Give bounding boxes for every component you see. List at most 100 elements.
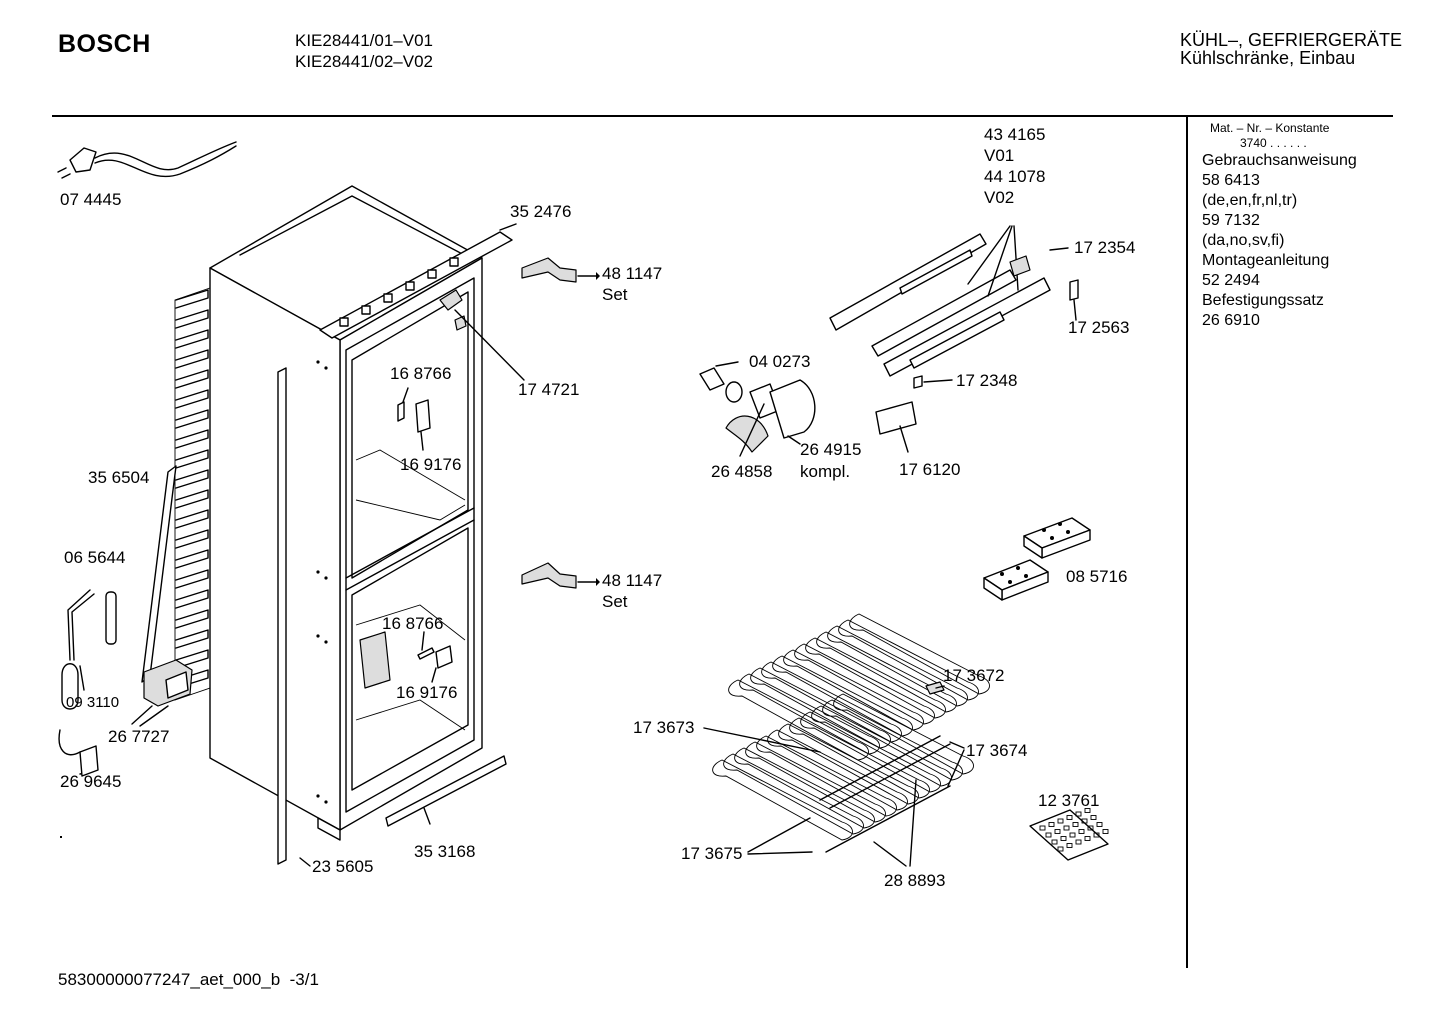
bottom-strip-drawing — [385, 755, 507, 827]
ice-cube-tray-drawing — [1029, 808, 1109, 861]
condenser-rung — [175, 349, 209, 369]
part-label-288893: 28 8893 — [884, 871, 946, 890]
part-label-173674: 17 3674 — [966, 741, 1028, 760]
tray-cell — [1063, 825, 1070, 831]
part-label-352476: 35 2476 — [510, 202, 572, 221]
part-label-v02: V02 — [984, 188, 1015, 207]
tray-cell — [1072, 822, 1079, 827]
part-label-074445: 07 4445 — [60, 190, 122, 209]
tray-cell — [1054, 829, 1061, 834]
part-label-093110: 09 3110 — [66, 694, 120, 711]
ice-tray-drawing — [983, 517, 1091, 601]
coil-loop — [811, 705, 952, 787]
part-label-040273: 04 0273 — [749, 352, 811, 371]
evaporator-coil-drawing — [712, 613, 990, 853]
part-label-267727: 26 7727 — [108, 727, 170, 746]
condenser-rung — [175, 529, 209, 549]
part-label-169176-top: 16 9176 — [400, 455, 462, 474]
lamp-assembly-drawing — [699, 367, 816, 453]
part-label-172354: 17 2354 — [1074, 238, 1136, 257]
part-label-434165: 43 4165 — [984, 125, 1046, 144]
condenser-rung — [175, 429, 209, 449]
coil-loop — [712, 759, 853, 841]
part-label-264915: 26 4915 — [800, 440, 862, 459]
side-strip-drawing — [141, 465, 177, 683]
vertical-strip-drawing — [277, 367, 287, 865]
footer-document-id: 58300000077247_aet_000_b -3/1 — [58, 970, 319, 990]
tray-cell — [1078, 829, 1085, 834]
part-label-173673: 17 3673 — [633, 718, 695, 737]
condenser-grid-drawing — [174, 287, 211, 701]
coil-loop — [734, 747, 875, 829]
hinge-bracket-top-drawing — [521, 257, 600, 283]
condenser-rung — [175, 329, 209, 349]
condenser-rung — [175, 489, 209, 509]
part-label-481147-top: 48 1147 — [602, 264, 663, 283]
condenser-rung — [175, 589, 209, 609]
coil-loop — [745, 741, 886, 823]
coil-loop — [833, 693, 974, 775]
condenser-rung — [175, 649, 209, 669]
footer-page: -3/1 — [289, 970, 319, 989]
tray-cell — [1048, 822, 1055, 827]
relay-and-capacitor-drawing — [58, 589, 193, 777]
sidebar-title: Mat. – Nr. – Konstante — [1210, 121, 1330, 135]
tray-cell — [1066, 815, 1073, 820]
sidebar-entry-5: (da,no,sv,fi) — [1202, 232, 1285, 249]
model-number-1: KIE28441/01–V01 — [295, 31, 434, 50]
tray-cell — [1084, 808, 1091, 813]
part-label-176120: 17 6120 — [899, 460, 961, 479]
condenser-rung — [175, 289, 209, 309]
footer-doc-code: 58300000077247_aet_000_b — [58, 970, 281, 989]
tray-cell — [1084, 836, 1091, 841]
cabinet-drawing — [209, 185, 513, 841]
coil-loop — [838, 619, 979, 701]
part-label-441078: 44 1078 — [984, 167, 1046, 186]
condenser-rung — [175, 389, 209, 409]
part-label-kompl: kompl. — [800, 462, 851, 481]
part-label-123761: 12 3761 — [1038, 791, 1100, 810]
tray-cell — [1075, 839, 1082, 845]
part-label-169176-bottom: 16 9176 — [396, 683, 458, 702]
part-label-set-top: Set — [602, 285, 628, 304]
leader-lines — [79, 223, 1077, 867]
condenser-rung — [175, 549, 209, 569]
clip-parts-drawing — [397, 399, 453, 669]
tray-cell — [1039, 825, 1046, 831]
sidebar-entry-6: Montageanleitung — [1202, 252, 1330, 269]
condenser-rung — [175, 409, 209, 429]
coil-loop — [800, 711, 941, 793]
part-label-085716: 08 5716 — [1066, 567, 1128, 586]
coil-loop — [794, 643, 935, 725]
part-label-168766-top: 16 8766 — [390, 364, 452, 383]
coil-loop — [756, 735, 897, 817]
condenser-rung — [175, 369, 209, 389]
sidebar-entry-8: Befestigungssatz — [1202, 292, 1324, 309]
sidebar-entry-4: 59 7132 — [1202, 212, 1260, 229]
power-cord-drawing — [57, 141, 237, 179]
part-label-174721: 17 4721 — [518, 380, 580, 399]
tray-cell — [1051, 839, 1058, 845]
part-label-065644: 06 5644 — [64, 548, 126, 567]
category-subtitle: Kühlschränke, Einbau — [1180, 48, 1356, 68]
brand-logo: BOSCH — [58, 30, 151, 58]
tray-cell — [1057, 818, 1064, 824]
part-label-172348: 17 2348 — [956, 371, 1018, 390]
condenser-rung — [175, 449, 209, 469]
part-label-172563: 17 2563 — [1068, 318, 1130, 337]
part-label-264858: 26 4858 — [711, 462, 773, 481]
part-label-168766-bottom: 16 8766 — [382, 614, 444, 633]
part-label-269645: 26 9645 — [60, 772, 122, 791]
tray-cell — [1066, 843, 1073, 848]
tray-cell — [1075, 811, 1082, 817]
part-label-356504: 35 6504 — [88, 468, 150, 487]
part-label-173672: 17 3672 — [943, 666, 1005, 685]
coil-loop — [805, 637, 946, 719]
control-panel-rails-drawing — [829, 225, 1079, 435]
sidebar-entry-7: 52 2494 — [1202, 272, 1260, 289]
tray-cell — [1102, 829, 1109, 834]
sidebar-entry-3: (de,en,fr,nl,tr) — [1202, 192, 1298, 209]
tray-cell — [1045, 832, 1052, 838]
coil-loop — [723, 753, 864, 835]
